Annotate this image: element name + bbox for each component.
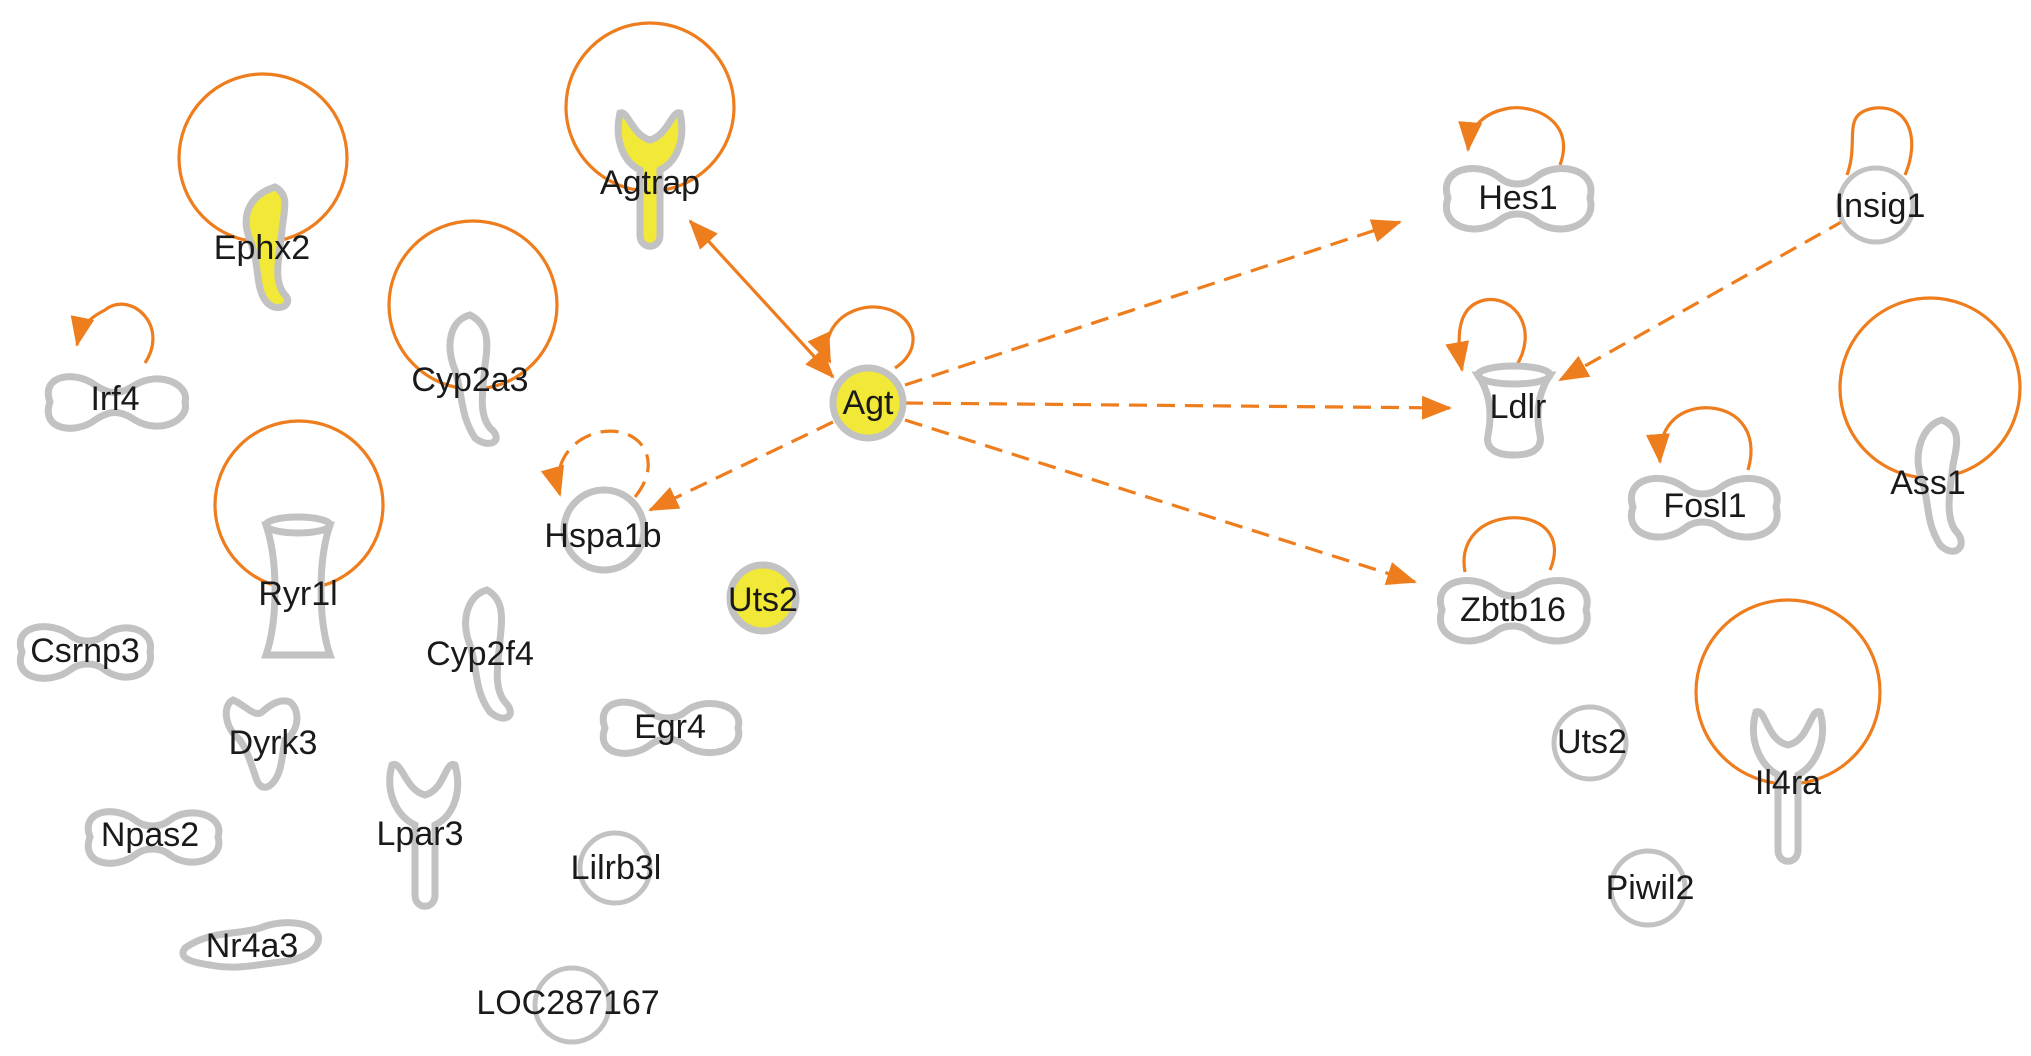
label-fosl1: Fosl1 xyxy=(1663,487,1746,525)
edges xyxy=(648,218,1846,585)
edge-agt-zbtb16[interactable] xyxy=(904,418,1417,585)
label-hspa1b: Hspa1b xyxy=(544,517,661,555)
label-ass1: Ass1 xyxy=(1890,464,1966,502)
uts2-highlighted-shape[interactable] xyxy=(726,561,800,635)
ephx2-shape[interactable] xyxy=(242,183,291,312)
loop-hspa1b[interactable] xyxy=(540,429,650,499)
label-il4ra: Il4ra xyxy=(1755,764,1821,802)
ryr1l-shape[interactable] xyxy=(261,521,335,659)
label-csrnp3: Csrnp3 xyxy=(30,632,140,670)
loop-irf4[interactable] xyxy=(70,302,155,364)
label-loc287167: LOC287167 xyxy=(476,984,659,1022)
zbtb16-shape[interactable] xyxy=(1436,576,1591,645)
loop-ldlr[interactable] xyxy=(1445,298,1527,372)
label-uts2-highlighted: Uts2 xyxy=(728,581,798,619)
loc287167-shape[interactable] xyxy=(532,965,612,1045)
dyrk3-shape[interactable] xyxy=(222,696,301,791)
nr4a3-shape[interactable] xyxy=(179,919,322,971)
label-agtrap: Agtrap xyxy=(600,164,700,202)
fosl1-shape[interactable] xyxy=(1627,474,1781,541)
insig1-shape[interactable] xyxy=(1836,165,1916,245)
agt-shape[interactable] xyxy=(829,364,907,442)
egr4-shape[interactable] xyxy=(599,698,743,757)
label-cyp2f4: Cyp2f4 xyxy=(426,635,534,673)
label-dyrk3: Dyrk3 xyxy=(229,724,318,762)
label-ryr1l: Ryr1l xyxy=(258,575,337,613)
ryr1l-top xyxy=(262,513,334,537)
node-labels: Ephx2 Agtrap Cyp2a3 Irf4 Ryr1l Csrnp3 Cy… xyxy=(30,164,1966,1022)
piwil2-shape[interactable] xyxy=(1608,848,1688,928)
label-uts2: Uts2 xyxy=(1557,723,1627,761)
label-insig1: Insig1 xyxy=(1835,187,1926,225)
label-cyp2a3: Cyp2a3 xyxy=(411,361,528,399)
label-ldlr: Ldlr xyxy=(1490,388,1547,426)
label-irf4: Irf4 xyxy=(90,380,139,418)
edge-agt-hspa1b[interactable] xyxy=(648,420,834,512)
ldlr-shape[interactable] xyxy=(1471,371,1557,459)
label-nr4a3: Nr4a3 xyxy=(206,927,299,965)
npas2-shape[interactable] xyxy=(84,808,223,867)
edge-insig1-ldlr[interactable] xyxy=(1558,218,1846,382)
label-lpar3: Lpar3 xyxy=(377,815,464,853)
edge-agt-ldlr[interactable] xyxy=(904,395,1452,420)
lilrb3l-shape[interactable] xyxy=(577,830,653,906)
label-ephx2: Ephx2 xyxy=(214,229,310,267)
cyp2f4-shape[interactable] xyxy=(462,586,514,722)
cyp2a3-shape[interactable] xyxy=(446,311,500,447)
edge-agt-hes1[interactable] xyxy=(904,219,1402,387)
ass1-shape[interactable] xyxy=(1914,416,1965,555)
label-zbtb16: Zbtb16 xyxy=(1460,591,1566,629)
edge-agt-agtrap[interactable] xyxy=(688,219,835,379)
loop-fosl1[interactable] xyxy=(1645,406,1753,471)
label-agt: Agt xyxy=(842,384,894,422)
node-shapes xyxy=(16,109,1965,1045)
label-lilrb3l: Lilrb3l xyxy=(571,849,662,887)
loop-insig1[interactable] xyxy=(1845,106,1914,176)
loop-hes1[interactable] xyxy=(1458,106,1566,166)
uts2-shape[interactable] xyxy=(1551,704,1629,782)
label-npas2: Npas2 xyxy=(101,816,199,854)
label-hes1: Hes1 xyxy=(1478,179,1557,217)
lpar3-shape[interactable] xyxy=(386,761,462,910)
label-piwil2: Piwil2 xyxy=(1606,869,1695,907)
label-egr4: Egr4 xyxy=(634,708,706,746)
loop-zbtb16[interactable] xyxy=(1462,516,1557,573)
agtrap-shape[interactable] xyxy=(614,109,686,250)
hspa1b-shape[interactable] xyxy=(560,486,648,574)
irf4-shape[interactable] xyxy=(44,373,189,432)
csrnp3-shape[interactable] xyxy=(16,623,154,682)
ldlr-top xyxy=(1474,362,1554,388)
loop-agt[interactable] xyxy=(807,305,915,370)
il4ra-shape[interactable] xyxy=(1749,708,1827,865)
hes1-shape[interactable] xyxy=(1442,164,1595,233)
